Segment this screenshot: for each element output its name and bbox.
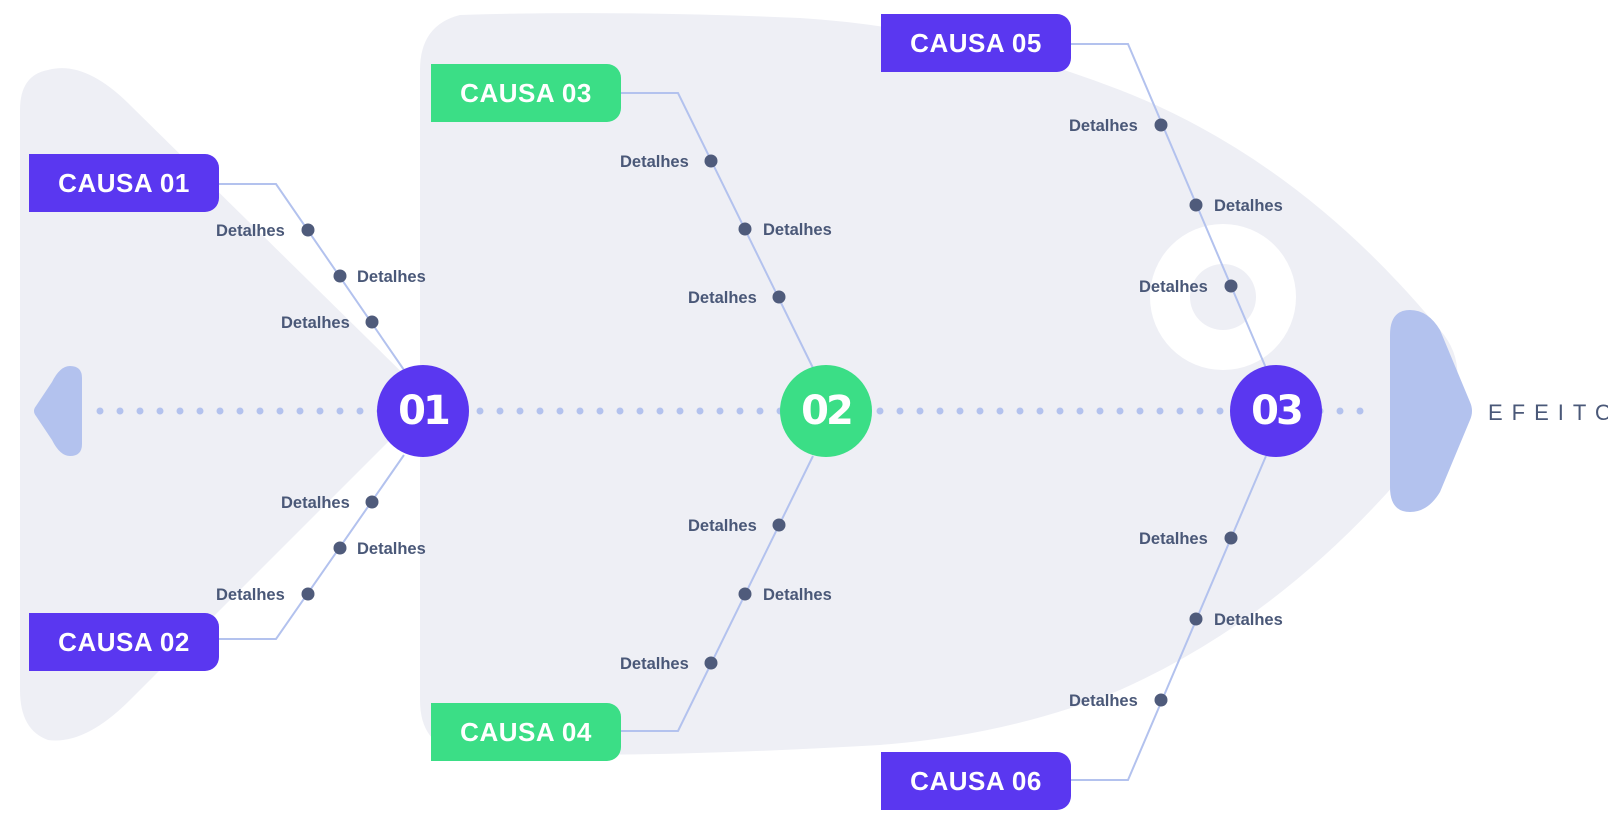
effect-label: EFEITO	[1488, 400, 1608, 426]
detail-dot	[1190, 613, 1203, 626]
detail-dot	[1225, 532, 1238, 545]
detail-label: Detalhes	[620, 152, 689, 172]
spine-right-arrow	[1390, 310, 1472, 512]
cause-box-03: CAUSA 03	[431, 64, 621, 122]
detail-dot	[366, 316, 379, 329]
detail-label: Detalhes	[281, 493, 350, 513]
detail-label: Detalhes	[763, 585, 832, 605]
detail-dot	[773, 519, 786, 532]
detail-label: Detalhes	[357, 267, 426, 287]
detail-dot	[705, 657, 718, 670]
cause-box-04: CAUSA 04	[431, 703, 621, 761]
cause-box-01: CAUSA 01	[29, 154, 219, 212]
cause-box-06: CAUSA 06	[881, 752, 1071, 810]
detail-dot	[1155, 694, 1168, 707]
detail-dot	[739, 223, 752, 236]
detail-label: Detalhes	[1069, 116, 1138, 136]
detail-label: Detalhes	[216, 221, 285, 241]
detail-dot	[302, 588, 315, 601]
detail-dot	[1190, 199, 1203, 212]
detail-dot	[334, 542, 347, 555]
spine-node-03: 03	[1230, 365, 1322, 457]
detail-dot	[773, 291, 786, 304]
detail-label: Detalhes	[688, 516, 757, 536]
cause-box-05: CAUSA 05	[881, 14, 1071, 72]
detail-label: Detalhes	[688, 288, 757, 308]
detail-label: Detalhes	[763, 220, 832, 240]
detail-label: Detalhes	[1069, 691, 1138, 711]
detail-label: Detalhes	[1139, 529, 1208, 549]
detail-label: Detalhes	[357, 539, 426, 559]
detail-dot	[334, 270, 347, 283]
spine-node-02: 02	[780, 365, 872, 457]
detail-label: Detalhes	[216, 585, 285, 605]
detail-dot	[366, 496, 379, 509]
detail-label: Detalhes	[281, 313, 350, 333]
detail-dot	[302, 224, 315, 237]
detail-label: Detalhes	[1214, 196, 1283, 216]
detail-dot	[1155, 119, 1168, 132]
cause-box-02: CAUSA 02	[29, 613, 219, 671]
detail-dot	[1225, 280, 1238, 293]
spine-node-01: 01	[377, 365, 469, 457]
detail-label: Detalhes	[1139, 277, 1208, 297]
detail-label: Detalhes	[1214, 610, 1283, 630]
detail-dot	[739, 588, 752, 601]
detail-label: Detalhes	[620, 654, 689, 674]
detail-dot	[705, 155, 718, 168]
